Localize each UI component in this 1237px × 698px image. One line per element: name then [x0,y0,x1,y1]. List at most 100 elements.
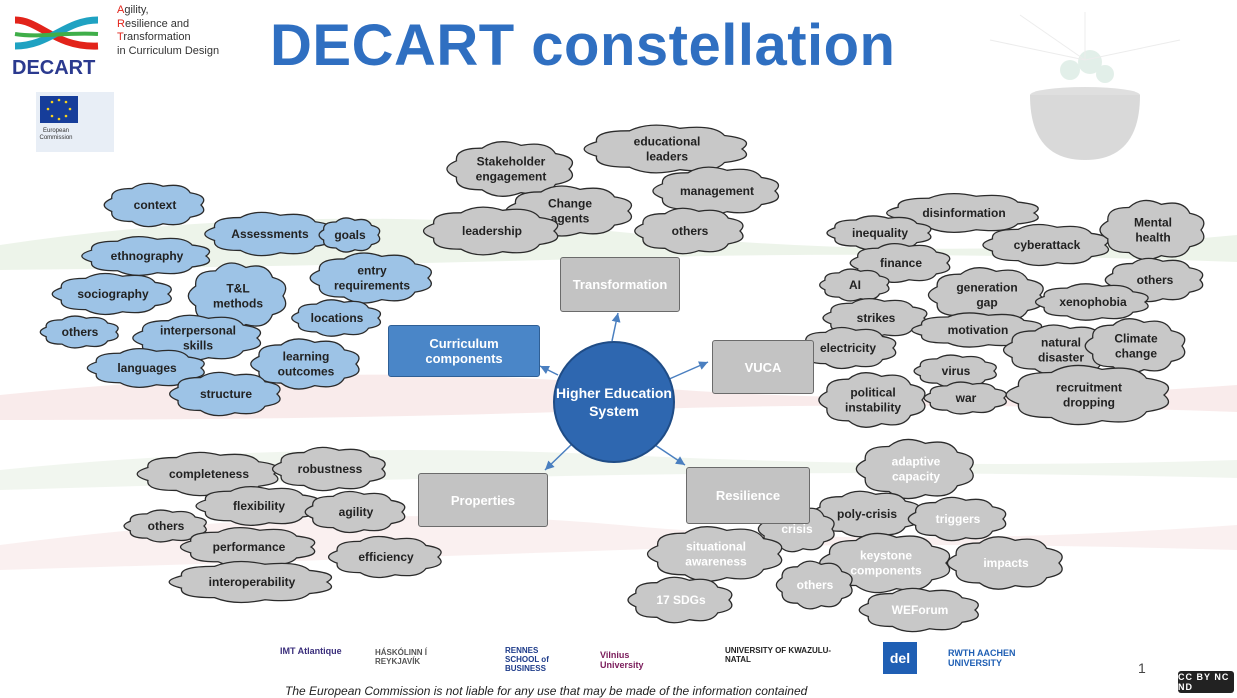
cloud-label: others [672,224,709,238]
cloud-curriculum-0: context [103,182,205,228]
cloud-properties-4: others [123,509,207,543]
cloud-label: crisis [781,522,813,536]
partner-reykjavik: HÁSKÓLINN Í REYKJAVÍK [375,648,427,666]
cloud-transformation-5: others [634,207,744,255]
cloud-label: Assessments [231,227,309,241]
topic-resilience: Resilience [686,467,810,524]
cloud-label: capacity [892,470,940,484]
cloud-curriculum-1: Assessments [204,211,334,257]
cloud-label: others [148,519,185,533]
cloud-label: sociography [77,287,149,301]
cloud-label: engagement [476,170,547,184]
cloud-label: inequality [852,226,908,240]
cloud-curriculum-3: ethnography [81,236,211,276]
cloud-label: flexibility [233,499,285,513]
cloud-label: instability [845,401,901,415]
cloud-label: context [134,198,177,212]
cloud-label: T&L [226,282,249,296]
cloud-curriculum-11: languages [86,348,205,388]
cloud-properties-2: flexibility [195,486,320,526]
cloud-vuca-1: inequality [826,215,932,251]
cloud-vuca-11: electricity [797,326,897,370]
cloud-label: natural [1041,336,1081,350]
cloud-label: awareness [685,555,747,569]
cloud-label: completeness [169,467,249,481]
cloud-label: performance [213,540,286,554]
cloud-label: gap [976,296,997,310]
cloud-vuca-8: xenophobia [1034,283,1149,321]
cloud-label: locations [311,311,364,325]
cloud-label: electricity [820,341,876,355]
cloud-label: disinformation [922,206,1005,220]
cloud-label: interoperability [209,575,296,589]
partner-del: del [883,642,917,674]
topic-properties: Properties [418,473,548,527]
cloud-resilience-8: 17 SDGs [627,576,733,624]
cloud-label: leadership [462,224,522,238]
cloud-label: recruitment [1056,381,1122,395]
cloud-label: finance [880,256,922,270]
cloud-label: cyberattack [1014,238,1081,252]
cloud-label: Climate [1114,332,1158,346]
partner-vilnius: Vilnius University [600,650,644,670]
cloud-label: methods [213,297,263,311]
cloud-label: efficiency [358,550,414,564]
cloud-label: others [797,578,834,592]
cc-license-badge: CC BY NC ND [1178,671,1234,693]
cloud-curriculum-12: structure [169,371,281,417]
cloud-label: learning [283,350,330,364]
cloud-label: agility [339,505,374,519]
partner-rennes: RENNES SCHOOL of BUSINESS [505,646,549,673]
partner-logos: IMT Atlantique HÁSKÓLINN Í REYKJAVÍK REN… [280,640,1040,680]
cloud-properties-7: interoperability [168,560,332,604]
brand-name: DECART [12,57,95,78]
brand-tagline: Agility, Resilience and Transformation i… [117,4,220,57]
cloud-label: structure [200,387,252,401]
cloud-transformation-4: leadership [422,206,559,256]
cloud-label: ethnography [111,249,184,263]
cloud-resilience-2: triggers [907,496,1007,542]
cloud-properties-0: completeness [136,451,279,497]
page-title: DECART constellation [270,13,896,78]
cloud-label: goals [334,228,366,242]
cloud-label: strikes [857,311,896,325]
cloud-vuca-2: cyberattack [982,223,1109,267]
cloud-label: educational [634,135,701,149]
cloud-label: impacts [983,556,1029,570]
cloud-label: management [680,184,754,198]
hub-higher-education-system: Higher Education System [553,341,675,463]
cloud-resilience-9: WEForum [858,587,979,633]
cloud-label: virus [942,364,971,378]
cloud-curriculum-2: goals [318,217,381,253]
eu-flag-icon [36,92,114,152]
cloud-properties-3: agility [304,490,406,534]
cloud-resilience-7: others [775,560,853,610]
cloud-curriculum-8: others [39,315,119,349]
cloud-label: robustness [298,462,363,476]
page-number: 1 [1138,660,1146,676]
cloud-label: poly-crisis [837,507,897,521]
cloud-properties-1: robustness [271,446,386,492]
cloud-label: dropping [1063,396,1115,410]
footer-disclaimer: The European Commission is not liable fo… [285,684,808,698]
cloud-label: languages [117,361,177,375]
ec-label: European Commission [39,128,73,141]
cloud-label: generation [956,281,1017,295]
partner-imt: IMT Atlantique [280,646,342,656]
partner-kzn: UNIVERSITY OF KWAZULU-NATAL [725,646,832,664]
cloud-label: Mental [1134,216,1172,230]
cloud-label: Change [548,197,592,211]
cloud-transformation-2: management [652,166,779,216]
cloud-label: xenophobia [1059,295,1127,309]
